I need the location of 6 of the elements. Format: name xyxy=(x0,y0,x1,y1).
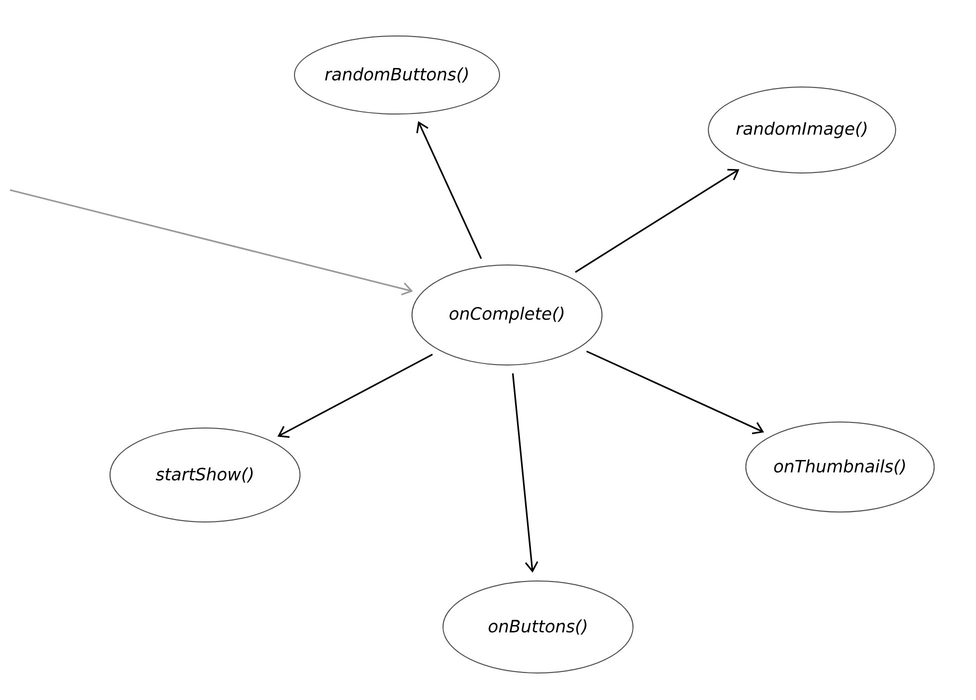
arrow xyxy=(512,373,538,573)
arrow xyxy=(10,189,414,296)
arrow xyxy=(586,350,764,434)
arrow xyxy=(277,354,433,438)
arrow xyxy=(416,121,482,259)
arrow xyxy=(574,168,740,273)
